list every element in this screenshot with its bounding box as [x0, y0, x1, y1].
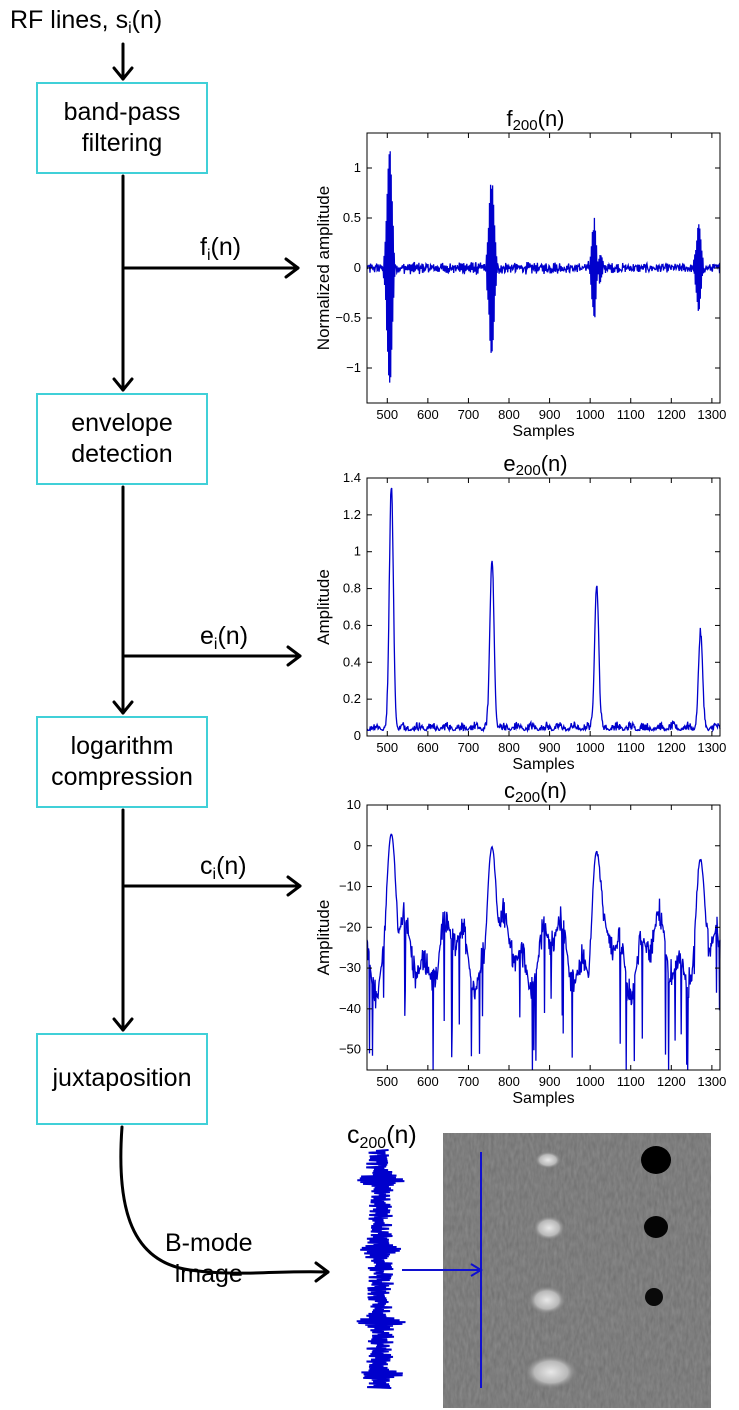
plot-frame — [366, 477, 721, 737]
x-tick-label: 1200 — [657, 1074, 686, 1089]
bright-target-1 — [534, 1151, 562, 1169]
y-tick-label: −40 — [339, 1001, 361, 1016]
vertical-c200-trace — [356, 1149, 406, 1389]
y-tick-label: 1.4 — [343, 470, 361, 485]
x-tick-label: 1300 — [697, 740, 726, 755]
y-tick-label: 0 — [354, 838, 361, 853]
x-tick-label: 600 — [417, 407, 439, 422]
x-tick-label: 1200 — [657, 740, 686, 755]
y-tick-label: 0.5 — [343, 210, 361, 225]
x-axis-label: Samples — [512, 1090, 574, 1107]
y-tick-label: 0 — [354, 728, 361, 743]
x-tick-label: 900 — [539, 740, 561, 755]
plot-frame — [366, 804, 721, 1071]
chart-2: 500 600 700 800 900 1000 1100 1200 1300 0 0.2 0.4 0.… — [314, 451, 726, 773]
x-tick-label: 800 — [498, 740, 520, 755]
bmode-title: c200(n) — [347, 1121, 417, 1152]
y-tick-label: −20 — [339, 919, 361, 934]
x-tick-label: 1200 — [657, 407, 686, 422]
dark-cyst-3 — [645, 1288, 663, 1306]
y-tick-label: 10 — [347, 797, 361, 812]
x-tick-label: 1300 — [697, 1074, 726, 1089]
x-tick-label: 900 — [539, 1074, 561, 1089]
x-tick-label: 900 — [539, 407, 561, 422]
x-tick-label: 700 — [458, 1074, 480, 1089]
y-tick-label: −50 — [339, 1042, 361, 1057]
x-tick-label: 800 — [498, 1074, 520, 1089]
x-tick-label: 1100 — [617, 407, 645, 422]
y-tick-label: 0.8 — [343, 581, 361, 596]
x-tick-label: 1100 — [617, 1074, 645, 1089]
y-tick-label: 0.2 — [343, 691, 361, 706]
x-tick-label: 500 — [376, 740, 398, 755]
x-tick-label: 1000 — [576, 407, 605, 422]
x-tick-label: 1100 — [617, 740, 645, 755]
series-line — [366, 151, 721, 383]
bright-target-4 — [523, 1354, 579, 1390]
y-tick-label: −10 — [339, 879, 361, 894]
chart-3: 500 600 700 800 900 1000 1100 1200 1300 −50 −40 −30… — [314, 778, 726, 1107]
juxtaposition-box: juxtaposition — [36, 1033, 208, 1125]
series-line — [366, 833, 721, 1071]
x-tick-label: 1300 — [697, 407, 726, 422]
y-tick-label: 0.6 — [343, 617, 361, 632]
bright-target-3 — [527, 1285, 567, 1315]
chart-title: e200(n) — [503, 451, 567, 479]
f-output-label: fi(n) — [200, 233, 242, 264]
dark-cyst-1 — [641, 1146, 671, 1174]
x-tick-label: 600 — [417, 740, 439, 755]
chart-title: f200(n) — [506, 106, 564, 134]
chart-1: 500 600 700 800 900 1000 1100 1200 1300 −1 −0.5 0 0.… — [314, 106, 726, 440]
x-axis-label: Samples — [512, 756, 574, 773]
y-tick-label: 0 — [354, 260, 361, 275]
e-output-label: ei(n) — [200, 622, 249, 653]
x-tick-label: 1000 — [576, 740, 605, 755]
x-tick-label: 700 — [458, 740, 480, 755]
y-axis-label: Amplitude — [314, 900, 333, 976]
bright-target-2 — [532, 1215, 566, 1241]
x-tick-label: 500 — [376, 407, 398, 422]
y-tick-label: −30 — [339, 960, 361, 975]
x-tick-label: 800 — [498, 407, 520, 422]
input-label: RF lines, si(n) — [10, 6, 163, 37]
y-tick-label: 1 — [354, 544, 361, 559]
y-tick-label: 1 — [354, 160, 361, 175]
y-tick-label: −1 — [346, 360, 361, 375]
y-axis-label: Normalized amplitude — [314, 186, 333, 350]
x-tick-label: 700 — [458, 407, 480, 422]
c-output-label: ci(n) — [200, 852, 247, 883]
y-tick-label: 1.2 — [343, 507, 361, 522]
dark-cyst-2 — [644, 1216, 668, 1238]
x-tick-label: 600 — [417, 1074, 439, 1089]
y-axis-label: Amplitude — [314, 569, 333, 645]
x-tick-label: 500 — [376, 1074, 398, 1089]
y-tick-label: 0.4 — [343, 654, 361, 669]
x-axis-label: Samples — [512, 423, 574, 440]
bmode-label: B-mode image — [165, 1229, 253, 1289]
chart-title: c200(n) — [504, 778, 567, 806]
y-tick-label: −0.5 — [335, 310, 361, 325]
series-line — [366, 487, 721, 734]
x-tick-label: 1000 — [576, 1074, 605, 1089]
